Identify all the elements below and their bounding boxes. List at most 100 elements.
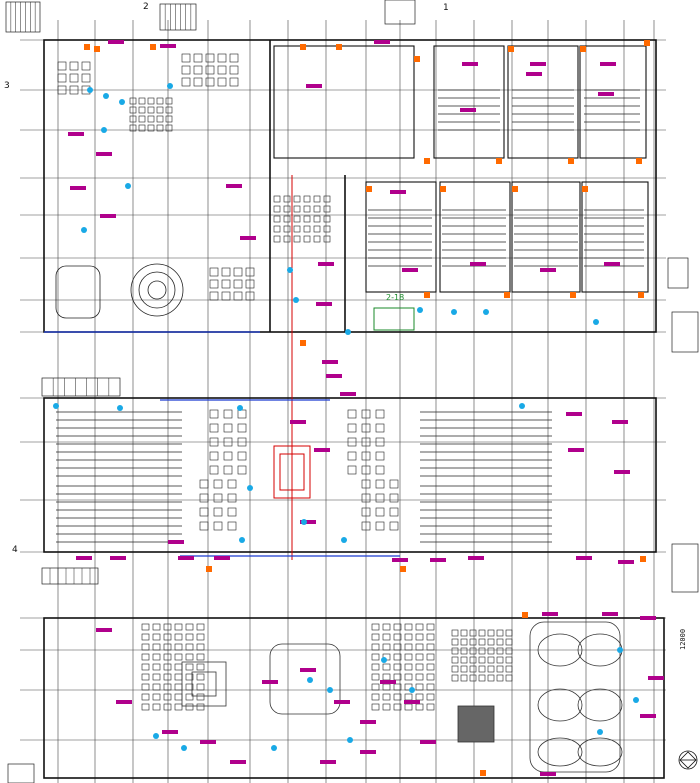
desk: [129, 124, 137, 132]
chair-group: [313, 195, 321, 203]
seat: [174, 633, 183, 641]
seat: [196, 703, 205, 711]
seat: [404, 623, 413, 631]
tag-icon: [96, 152, 112, 156]
seat: [152, 653, 161, 661]
tag-icon: [100, 214, 116, 218]
desk: [205, 77, 215, 87]
seat: [393, 653, 402, 661]
chair-group: [313, 225, 321, 233]
column-icon: [347, 737, 353, 743]
seat: [196, 683, 205, 691]
door-icon: [150, 44, 156, 50]
seat: [152, 663, 161, 671]
seat: [478, 656, 486, 664]
table-set: [209, 437, 219, 447]
column-icon: [293, 297, 299, 303]
seat: [196, 643, 205, 651]
table-set: [389, 493, 399, 503]
seat: [185, 633, 194, 641]
seat: [415, 683, 424, 691]
tag-icon: [162, 730, 178, 734]
table-set: [361, 423, 371, 433]
seat: [196, 623, 205, 631]
desk: [229, 53, 239, 63]
stair-icon: [7, 763, 35, 783]
seat: [505, 629, 513, 637]
chair-group: [273, 235, 281, 243]
door-icon: [424, 292, 430, 298]
seat: [141, 703, 150, 711]
door-icon: [300, 44, 306, 50]
axis-labels: 1 2 3 4: [4, 2, 449, 555]
axis-label-2: 2: [143, 2, 149, 12]
seat: [460, 665, 468, 673]
door-icon: [504, 292, 510, 298]
tag-icon: [108, 40, 124, 44]
seat: [185, 703, 194, 711]
desk: [69, 73, 79, 83]
seat: [371, 653, 380, 661]
tag-icon: [70, 186, 86, 190]
table-set: [347, 451, 357, 461]
chair-group: [323, 225, 331, 233]
table-set: [375, 409, 385, 419]
chair-group: [313, 235, 321, 243]
chair-group: [293, 195, 301, 203]
seat: [496, 647, 504, 655]
column-icon: [87, 87, 93, 93]
seat: [478, 647, 486, 655]
door-icon: [94, 46, 100, 52]
column-icon: [101, 127, 107, 133]
seat: [141, 663, 150, 671]
seat: [371, 693, 380, 701]
round-lounge: [55, 263, 184, 319]
seat: [451, 638, 459, 646]
seat: [496, 638, 504, 646]
seat: [460, 638, 468, 646]
column-icon: [167, 83, 173, 89]
table-set: [209, 423, 219, 433]
table-set: [227, 493, 237, 503]
table-set: [237, 437, 247, 447]
stair-icon: [41, 567, 99, 585]
tag-icon: [612, 420, 628, 424]
table-set: [223, 451, 233, 461]
desk: [147, 124, 155, 132]
desk: [217, 77, 227, 87]
tag-icon: [568, 448, 584, 452]
tag-icon: [470, 262, 486, 266]
chair-group: [283, 235, 291, 243]
table-set: [361, 521, 371, 531]
tag-icon: [168, 540, 184, 544]
seat: [469, 674, 477, 682]
column-icon: [117, 405, 123, 411]
column-icon: [345, 329, 351, 335]
tag-icon: [226, 184, 242, 188]
chair-group: [283, 205, 291, 213]
desk: [147, 115, 155, 123]
seat: [141, 653, 150, 661]
seat: [393, 643, 402, 651]
classroom: [579, 45, 647, 159]
door-icon: [480, 770, 486, 776]
stair-icon: [671, 311, 699, 353]
seat: [371, 673, 380, 681]
axis-label-4: 4: [12, 545, 18, 555]
seat: [505, 665, 513, 673]
seat: [174, 623, 183, 631]
seat: [451, 647, 459, 655]
seat: [196, 673, 205, 681]
desk: [193, 65, 203, 75]
seat: [469, 665, 477, 673]
seat: [460, 674, 468, 682]
desk: [138, 124, 146, 132]
tag-icon: [200, 740, 216, 744]
tag-icon: [602, 612, 618, 616]
column-icon: [381, 657, 387, 663]
table-set: [213, 507, 223, 517]
door-markers: [53, 40, 650, 776]
door-icon: [496, 158, 502, 164]
seat: [426, 653, 435, 661]
